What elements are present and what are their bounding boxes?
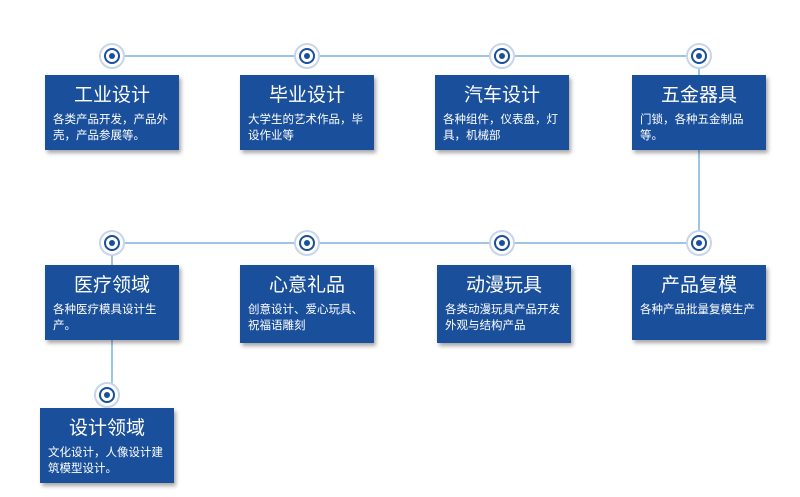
box-title: 产品复模 [660,274,737,296]
box-anime-toys: 动漫玩具 各类动漫玩具产品开发外观与结构产品 [437,265,571,343]
box-title: 医疗领域 [73,274,150,296]
node-marker [94,382,120,408]
box-industrial-design: 工业设计 各类产品开发，产品外壳，产品参展等。 [45,75,179,150]
box-desc: 创意设计、爱心玩具、祝福语雕刻 [248,302,363,332]
box-desc: 各种医疗模具设计生产。 [53,302,157,332]
box-medical-field: 医疗领域 各种医疗模具设计生产。 [45,265,179,340]
box-product-replication: 产品复模 各种产品批量复模生产 [632,265,766,340]
node-marker [686,230,712,256]
box-desc: 门锁，各种五金制品等。 [640,112,744,142]
box-title: 汽车设计 [463,84,540,106]
box-title: 心意礼品 [268,274,345,296]
box-title: 设计领域 [68,417,145,439]
box-design-field: 设计领域 文化设计，人像设计建筑模型设计。 [40,408,174,483]
node-marker [99,230,125,256]
box-title: 毕业设计 [268,84,345,106]
box-hardware: 五金器具 门锁，各种五金制品等。 [632,75,766,150]
box-desc: 文化设计，人像设计建筑模型设计。 [48,445,163,475]
box-desc: 各类产品开发，产品外壳，产品参展等。 [53,112,168,142]
node-marker [686,43,712,69]
box-gifts: 心意礼品 创意设计、爱心玩具、祝福语雕刻 [240,265,374,343]
node-marker [489,230,515,256]
node-marker [294,43,320,69]
node-marker [294,230,320,256]
node-marker [489,43,515,69]
box-graduation-design: 毕业设计 大学生的艺术作品，毕设作业等 [240,75,374,150]
box-automotive-design: 汽车设计 各种组件，仪表盘，灯具，机械部 [435,75,569,150]
box-title: 动漫玩具 [465,274,542,296]
box-desc: 各种产品批量复模生产 [640,302,755,316]
box-desc: 大学生的艺术作品，毕设作业等 [248,112,363,142]
box-title: 五金器具 [660,84,737,106]
box-desc: 各类动漫玩具产品开发外观与结构产品 [445,302,560,332]
node-marker [99,43,125,69]
box-desc: 各种组件，仪表盘，灯具，机械部 [443,112,558,142]
box-title: 工业设计 [73,84,150,106]
